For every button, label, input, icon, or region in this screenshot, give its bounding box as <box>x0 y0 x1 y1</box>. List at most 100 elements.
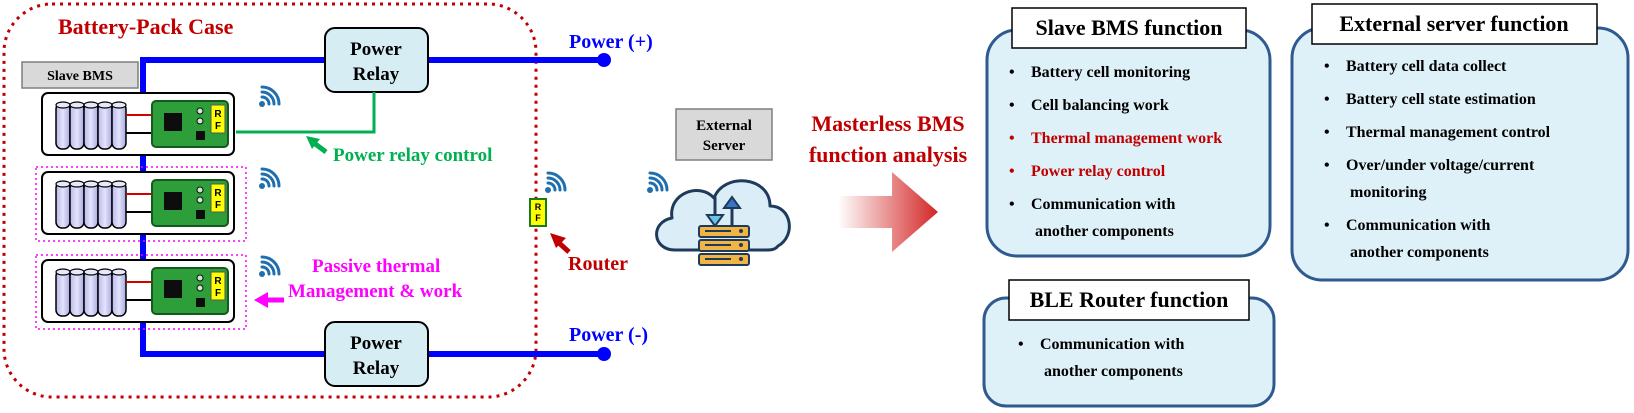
battery-module-2: RF <box>41 171 235 235</box>
rf-module <box>210 104 226 134</box>
list-bullet: • <box>1324 58 1330 75</box>
list-bullet: • <box>1324 124 1330 141</box>
battery-cell <box>55 269 71 317</box>
passive-thermal-line1: Passive thermal <box>312 256 440 277</box>
list-bullet: • <box>1009 130 1015 147</box>
power-relay-bottom-line2: Relay <box>353 358 400 379</box>
function-item-text: another components <box>1350 244 1489 261</box>
external-server-panel-title: External server function <box>1339 11 1568 36</box>
bms-chip <box>164 280 182 298</box>
battery-cell <box>83 181 99 229</box>
function-item-text: monitoring <box>1350 184 1426 201</box>
power-relay-control-label: Power relay control <box>333 145 492 166</box>
positive-power-bus <box>140 57 325 355</box>
battery-cell <box>83 102 99 150</box>
slave-bms-panel-title: Slave BMS function <box>1035 15 1222 40</box>
power-minus-label: Power (-) <box>569 324 648 346</box>
negative-terminal <box>597 347 611 361</box>
external-server: External Server <box>655 108 791 266</box>
list-bullet: • <box>1324 157 1330 174</box>
module-3-dotted-frame <box>35 254 247 330</box>
power-relay-bottom: Power Relay <box>324 321 429 387</box>
battery-module-1: RF <box>41 92 235 156</box>
ble-router-function-panel: BLE Router function •Communication witha… <box>982 279 1276 408</box>
battery-cell <box>97 102 113 150</box>
battery-pack-case-outline <box>2 2 538 399</box>
rf-letter-r: R <box>214 188 222 199</box>
battery-cell <box>69 102 85 150</box>
battery-cell <box>69 269 85 317</box>
battery-module-3: RF <box>41 259 235 323</box>
power-relay-top-line1: Power <box>350 39 402 60</box>
function-item-text: Battery cell monitoring <box>1031 64 1190 81</box>
function-item-text: Communication with <box>1040 336 1185 353</box>
external-server-function-list: • Battery cell data collect • Battery cell … <box>1324 58 1551 261</box>
battery-cell <box>111 102 127 150</box>
function-item-text: Battery cell data collect <box>1346 58 1507 75</box>
rf-letter-f: F <box>215 288 221 299</box>
battery-cell <box>69 181 85 229</box>
function-item-text: another components <box>1044 363 1183 380</box>
ble-router-function-list: • Communication with another components <box>1018 336 1185 380</box>
rf-letter-r: R <box>214 109 222 120</box>
list-bullet: • <box>1009 196 1015 213</box>
positive-terminal <box>597 53 611 67</box>
power-relay-top: Power Relay <box>324 27 429 93</box>
slave-bms-board <box>151 267 229 315</box>
function-item-text: Over/under voltage/current <box>1346 157 1535 174</box>
power-relay-top-line2: Relay <box>353 64 400 85</box>
function-item-text: Battery cell state estimation <box>1346 91 1536 108</box>
cloud-server-icon <box>655 179 791 266</box>
rf-letter-f: F <box>215 200 221 211</box>
battery-cell <box>83 269 99 317</box>
slave-bms-function-list: • Battery cell monitoring • Cell balancing … <box>1009 64 1222 240</box>
external-server-label-box <box>675 108 773 161</box>
wifi-icon <box>259 85 281 107</box>
wifi-icon <box>259 167 281 189</box>
external-server-line2: Server <box>703 138 746 154</box>
wifi-icon <box>259 255 281 277</box>
passive-thermal-arrow <box>254 292 284 308</box>
external-server-panel-title-box <box>1311 3 1598 45</box>
list-bullet: • <box>1009 97 1015 114</box>
list-bullet: • <box>1009 64 1015 81</box>
battery-cell <box>55 181 71 229</box>
battery-cell <box>97 181 113 229</box>
passive-thermal-line2: Management & work <box>288 281 463 302</box>
router-label: Router <box>568 253 628 275</box>
rf-module <box>210 271 226 301</box>
slave-bms-label: Slave BMS <box>47 69 113 84</box>
router-rf-f: F <box>535 213 541 223</box>
slave-bms-function-panel: Slave BMS function • Battery cell monitor… <box>985 7 1272 258</box>
battery-cell <box>111 181 127 229</box>
slave-bms-label-box <box>21 61 139 89</box>
external-server-line1: External <box>696 118 752 134</box>
list-bullet: • <box>1324 91 1330 108</box>
slave-bms-board <box>151 179 229 227</box>
external-server-function-panel: External server function • Battery cell d… <box>1290 3 1630 282</box>
function-item-text: Cell balancing work <box>1031 97 1169 114</box>
slave-bms-panel-title-box <box>1011 7 1247 49</box>
slave-bms-board <box>151 100 229 148</box>
function-item-text: Power relay control <box>1031 163 1166 180</box>
analysis-label-line2: function analysis <box>809 142 968 167</box>
wifi-icon <box>647 171 669 193</box>
power-relay-bottom-line1: Power <box>350 333 402 354</box>
function-item-text: Communication with <box>1031 196 1176 213</box>
list-bullet: • <box>1018 336 1024 353</box>
negative-power-bus <box>140 320 325 357</box>
router-device: R F <box>529 198 547 227</box>
battery-pack-case-label: Battery-Pack Case <box>58 14 234 39</box>
relay-control-arrow <box>306 136 328 154</box>
analysis-arrow <box>838 172 938 252</box>
battery-cell <box>55 102 71 150</box>
function-item-text: Thermal management work <box>1031 130 1222 147</box>
wifi-icon <box>545 171 567 193</box>
list-bullet: • <box>1009 163 1015 180</box>
relay-control-line <box>236 92 376 134</box>
rf-letter-r: R <box>214 276 222 287</box>
battery-cell <box>111 269 127 317</box>
router-rf-r: R <box>535 202 542 212</box>
function-item-text: Thermal management control <box>1346 124 1551 141</box>
